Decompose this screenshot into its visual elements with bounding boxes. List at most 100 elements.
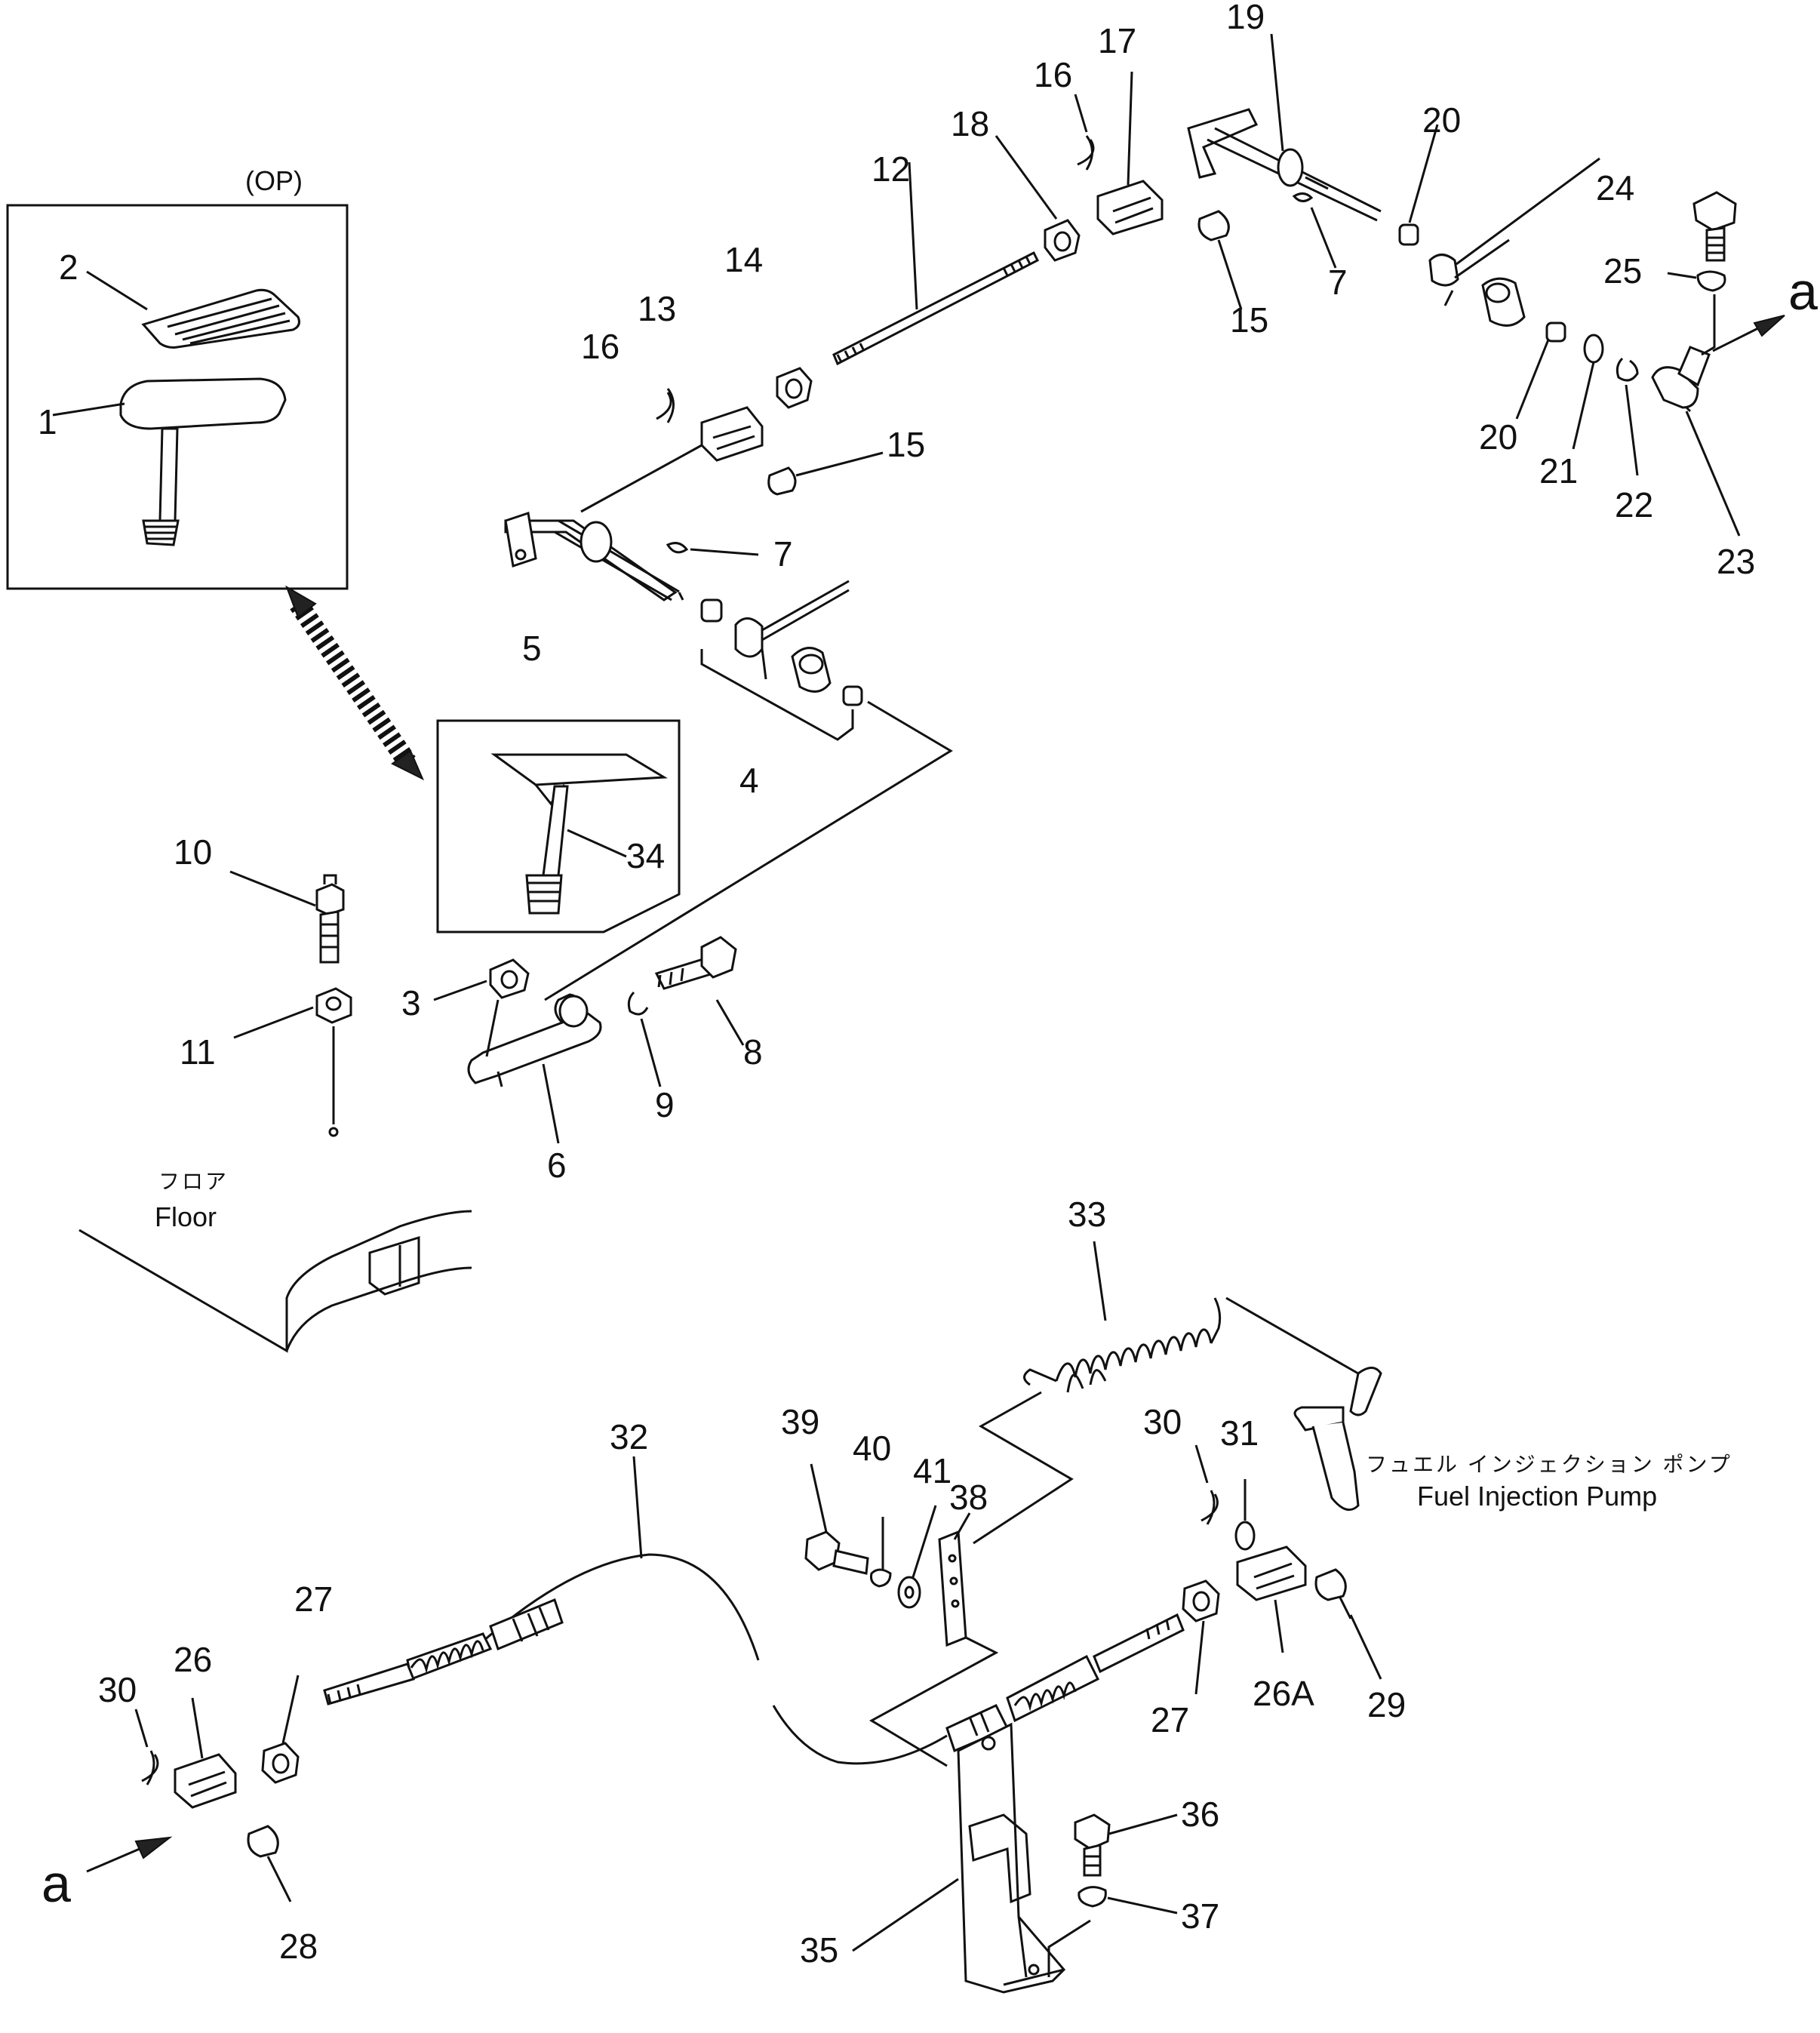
snap-ring-9 xyxy=(627,991,649,1016)
callout-33: 33 xyxy=(1068,1195,1106,1234)
callout-13: 13 xyxy=(638,289,676,328)
bolt-8 xyxy=(654,936,737,990)
callout-12: 12 xyxy=(872,149,910,189)
callout-19: 19 xyxy=(1226,0,1265,36)
callout-8: 8 xyxy=(743,1032,763,1072)
arrow-a-top: a xyxy=(1712,262,1818,352)
callout-2: 2 xyxy=(59,248,78,287)
key-7-upper xyxy=(1292,192,1314,202)
cotter-pin-16-upper xyxy=(1077,135,1095,171)
lever-23 xyxy=(1651,346,1711,413)
washer-21 xyxy=(1583,334,1604,364)
leader-2 xyxy=(86,270,148,311)
arrow-a-bottom: a xyxy=(42,1836,173,1913)
callout-39: 39 xyxy=(781,1402,819,1441)
callout-27-right: 27 xyxy=(1151,1700,1189,1739)
callout-7-upper: 7 xyxy=(1328,263,1348,302)
spring-33 xyxy=(1023,1297,1222,1393)
shaft-5-to-clevis-line xyxy=(580,444,702,513)
callout-3: 3 xyxy=(401,983,421,1023)
nut-11 xyxy=(315,987,352,1024)
callout-18: 18 xyxy=(951,104,989,143)
key-7-lower xyxy=(666,542,689,554)
callout-30-left: 30 xyxy=(98,1670,137,1709)
callout-24: 24 xyxy=(1596,168,1634,208)
bolt-36 xyxy=(1074,1813,1111,1877)
clevis-26A xyxy=(1236,1546,1307,1601)
link-line-4-to-lever xyxy=(544,700,953,1001)
pin-15-upper xyxy=(1197,210,1230,241)
callout-28: 28 xyxy=(279,1927,318,1966)
washer-40 xyxy=(870,1568,892,1588)
nut-27-left xyxy=(261,1742,300,1784)
washer-37 xyxy=(1078,1886,1107,1908)
bolt-39 xyxy=(804,1530,869,1575)
floor-label-jp: フロア xyxy=(158,1170,229,1193)
callout-7-lower: 7 xyxy=(773,534,793,574)
callout-14: 14 xyxy=(724,240,763,279)
cotter-pin-30-right xyxy=(1201,1490,1219,1525)
nut-18 xyxy=(1044,219,1081,262)
pump-label: Fuel Injection Pump xyxy=(1417,1481,1657,1512)
callout-34: 34 xyxy=(626,836,665,875)
bracket-4 xyxy=(700,580,863,741)
washer-31 xyxy=(1234,1521,1256,1551)
callout-40: 40 xyxy=(853,1429,891,1468)
callout-4: 4 xyxy=(739,761,759,800)
callout-20-upper: 20 xyxy=(1422,100,1461,140)
bolt-10 xyxy=(315,874,345,964)
callout-31: 31 xyxy=(1220,1413,1259,1453)
callout-15-lower: 15 xyxy=(887,425,925,464)
clevis-26 xyxy=(174,1753,237,1809)
callout-16-lower: 16 xyxy=(581,327,619,366)
floor: フロア Floor xyxy=(78,1170,472,1353)
optional-pedal-inset: (OP) 2 1 xyxy=(6,165,349,590)
callout-15-upper: 15 xyxy=(1230,300,1268,340)
callout-22: 22 xyxy=(1615,485,1653,524)
nut-14 xyxy=(776,367,813,409)
callout-6: 6 xyxy=(547,1146,567,1185)
callout-20-lower: 20 xyxy=(1479,417,1517,457)
callout-30-right: 30 xyxy=(1143,1402,1182,1441)
callout-5: 5 xyxy=(522,629,542,668)
shaft-5 xyxy=(504,512,684,601)
callout-23: 23 xyxy=(1717,542,1755,581)
callout-9: 9 xyxy=(655,1085,675,1124)
pedal-pad xyxy=(141,288,300,349)
clevis-17 xyxy=(1096,180,1164,235)
link-line-spring-to-plate xyxy=(973,1391,1074,1545)
nut-3 xyxy=(489,958,530,999)
callout-32: 32 xyxy=(610,1417,648,1456)
callout-27-left: 27 xyxy=(294,1579,333,1619)
arrow-a-bottom-label: a xyxy=(42,1854,71,1913)
callout-11: 11 xyxy=(180,1032,216,1072)
pedal-arm xyxy=(119,377,287,546)
callout-41: 41 xyxy=(913,1451,952,1490)
nut-27-right xyxy=(1182,1579,1220,1622)
arrow-a-top-label: a xyxy=(1788,262,1818,321)
washer-25 xyxy=(1696,270,1726,292)
snap-ring-22 xyxy=(1616,357,1639,382)
pin-29 xyxy=(1314,1568,1352,1619)
washer-41 xyxy=(897,1576,921,1609)
shaft-19 xyxy=(1187,108,1382,222)
leader-1 xyxy=(52,402,125,417)
swap-double-arrow xyxy=(285,585,425,781)
plate-38 xyxy=(938,1530,967,1647)
callout-25: 25 xyxy=(1603,251,1642,291)
clevis-13 xyxy=(700,406,764,462)
op-inset-frame xyxy=(6,204,349,590)
callout-16-upper: 16 xyxy=(1034,55,1072,94)
pin-15-lower xyxy=(767,466,797,496)
callout-29: 29 xyxy=(1367,1685,1406,1724)
cable-32 xyxy=(323,1553,1185,1765)
callout-37: 37 xyxy=(1181,1896,1219,1936)
lever-6 xyxy=(467,993,602,1087)
callout-17: 17 xyxy=(1098,21,1136,60)
pump-label-jp: フュエル インジェクション ポンプ xyxy=(1366,1453,1732,1476)
cotter-pin-16-lower xyxy=(656,388,675,423)
cotter-pin-30-left xyxy=(141,1750,159,1785)
floor-label: Floor xyxy=(155,1201,217,1232)
